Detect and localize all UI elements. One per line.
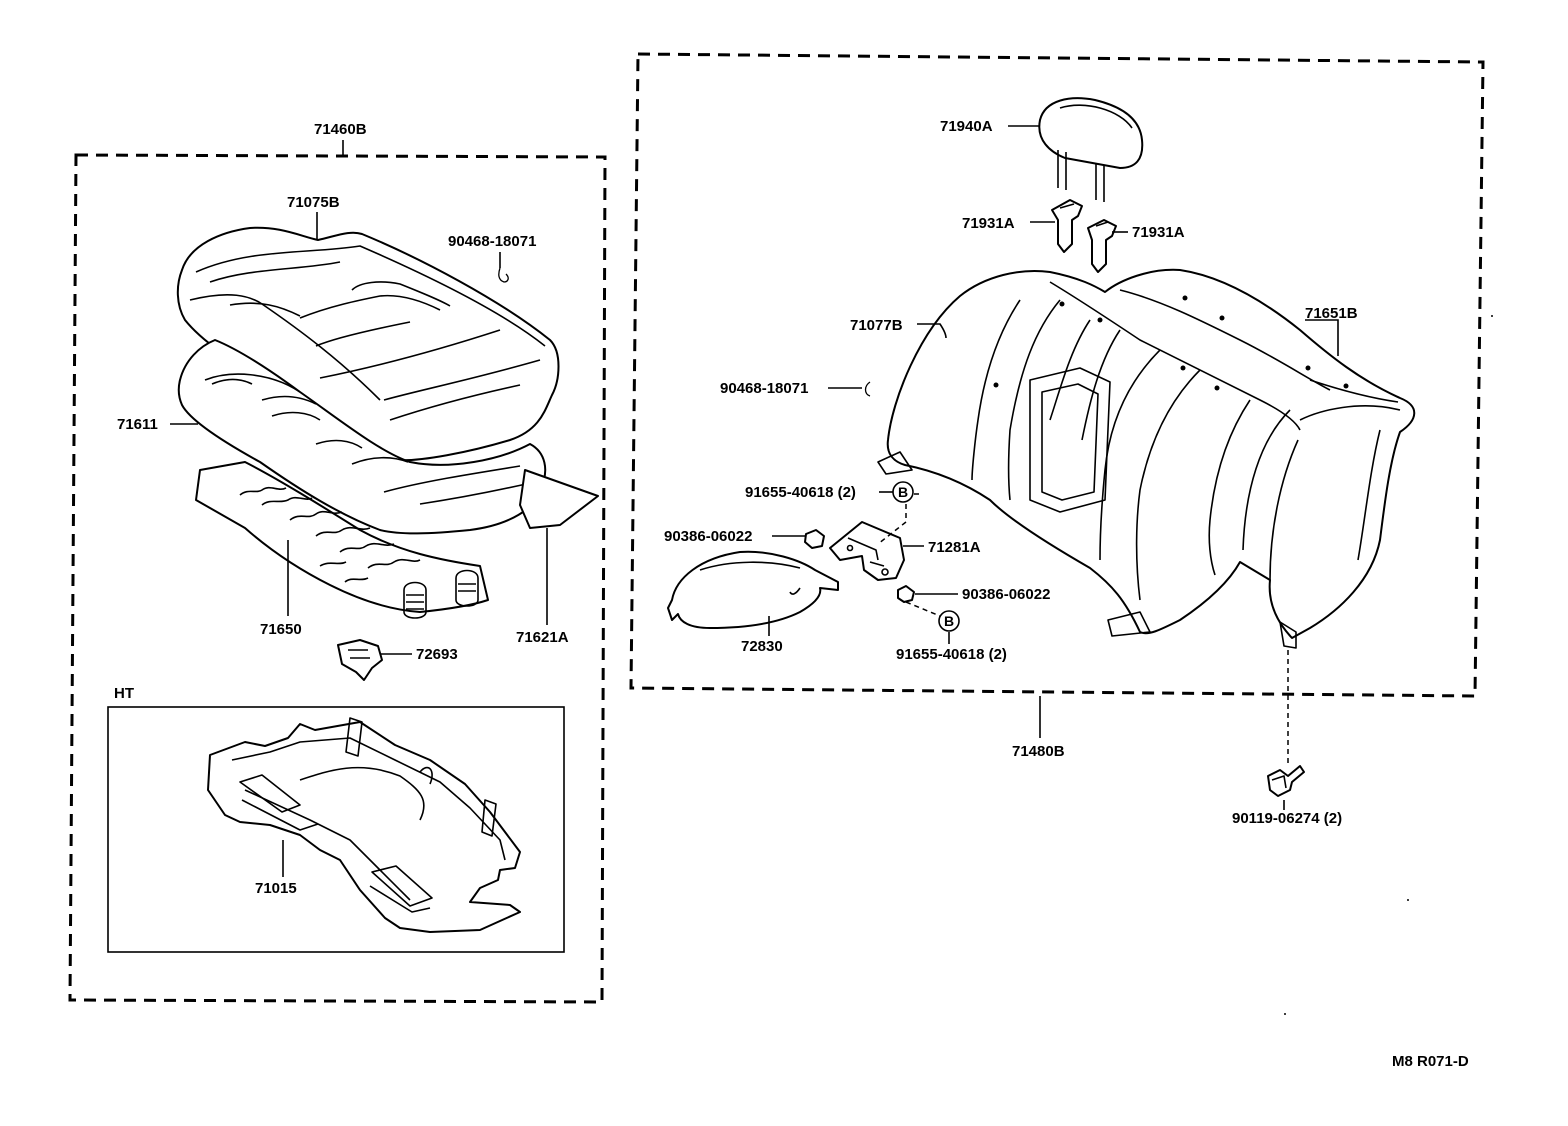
label-71940A: 71940A: [940, 118, 993, 135]
clip-left-part: [498, 267, 509, 283]
label-71611: 71611: [117, 416, 158, 433]
label-91655-40618-top: 91655-40618 (2): [745, 484, 856, 501]
label-71651B: 71651B: [1305, 305, 1358, 322]
label-71460B: 71460B: [314, 121, 367, 138]
speck: [1491, 315, 1493, 317]
cushion-cover-part: [176, 226, 560, 462]
label-71480B: 71480B: [1012, 743, 1065, 760]
label-ht: HT: [114, 685, 134, 702]
label-71075B: 71075B: [287, 194, 340, 211]
circle-b-bottom: B: [938, 610, 960, 632]
clip-right-part: [864, 381, 871, 397]
label-90468-18071-right: 90468-18071: [720, 380, 808, 397]
leader-b-top-dashed: [877, 504, 907, 545]
hook-part: [337, 639, 383, 681]
circle-b-bottom-letter: B: [944, 613, 954, 629]
label-71650: 71650: [260, 621, 302, 638]
ht-inset-box: [107, 706, 565, 953]
armrest-part: [667, 550, 839, 629]
circle-b-top: B: [892, 481, 914, 503]
nut-right-part: [897, 585, 915, 603]
label-90119-06274: 90119-06274 (2): [1232, 810, 1342, 827]
label-72830: 72830: [741, 638, 783, 655]
cushion-pad-b-part: [519, 469, 599, 529]
drawing-code: M8 R071-D: [1392, 1053, 1469, 1070]
leader-71077B: [917, 323, 947, 339]
label-71015: 71015: [255, 880, 297, 897]
label-90468-18071-left: 90468-18071: [448, 233, 536, 250]
label-71931A-left: 71931A: [962, 215, 1015, 232]
ht-frame-part: [207, 717, 521, 933]
support-left-part: [1051, 199, 1083, 253]
label-71931A-right: 71931A: [1132, 224, 1185, 241]
right-assembly-boundary: [629, 52, 1485, 698]
label-90386-06022-right: 90386-06022: [962, 586, 1050, 603]
right-assembly-group: B B 71940A 71931A 71931A 71077B 71651B 9…: [629, 52, 1485, 827]
label-71621A: 71621A: [516, 629, 569, 646]
support-right-part: [1087, 219, 1117, 273]
label-72693: 72693: [416, 646, 458, 663]
leader-b-bottom-dashed: [905, 601, 941, 617]
nut-left-part: [804, 529, 825, 549]
left-assembly-boundary: [68, 153, 607, 1004]
label-90386-06022-left: 90386-06022: [664, 528, 752, 545]
bracket-part: [829, 521, 905, 581]
circle-b-top-letter: B: [898, 484, 908, 500]
label-71281A: 71281A: [928, 539, 981, 556]
label-71077B: 71077B: [850, 317, 903, 334]
speck: [1284, 1013, 1286, 1015]
cushion-spring-part: [195, 461, 489, 619]
label-91655-40618-bottom: 91655-40618 (2): [896, 646, 1007, 663]
headrest-part: [1038, 97, 1144, 202]
cushion-pad-part: [177, 339, 547, 535]
speck: [1407, 899, 1409, 901]
leader-71651B: [1305, 319, 1339, 356]
left-assembly-group: 71460B 71075B 90468-18071 71611 71650 71…: [68, 121, 607, 1004]
bolt-part: [1267, 765, 1305, 797]
seat-back-part: [877, 268, 1416, 649]
